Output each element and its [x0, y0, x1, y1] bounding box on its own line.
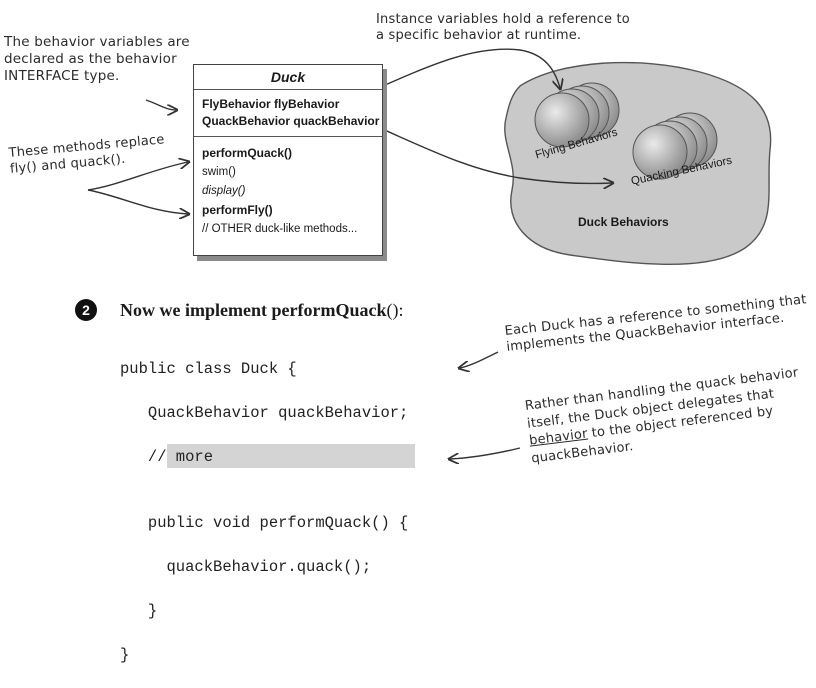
arrow-quackbehavior-to-quacking	[379, 127, 612, 183]
code-line: QuackBehavior quackBehavior;	[120, 404, 409, 422]
code-line: // more	[120, 448, 214, 466]
arrow-to-performfly	[87, 189, 188, 214]
code-line: public void performQuack() {	[120, 514, 409, 532]
method-display: display()	[202, 185, 246, 197]
class-name: Duck	[194, 65, 382, 90]
code-block: public class Duck { QuackBehavior quackB…	[120, 336, 408, 688]
arrow-to-fields	[145, 99, 176, 110]
note-line: The behavior variables are	[4, 34, 190, 50]
note-instance-variables: Instance variables hold a reference to a…	[376, 12, 630, 45]
note-line: Instance variables hold a reference to	[376, 12, 630, 27]
code-line: public class Duck {	[120, 360, 297, 378]
method-swim: swim()	[202, 166, 236, 178]
method-performquack: performQuack()	[202, 146, 293, 160]
duck-class-box: Duck FlyBehavior flyBehavior QuackBehavi…	[193, 64, 383, 256]
quacking-behaviors-stack	[632, 112, 718, 180]
code-line: }	[120, 646, 130, 664]
code-line: }	[120, 602, 158, 620]
step-number-badge: 2	[75, 299, 97, 321]
arrow-to-performquack	[87, 162, 188, 191]
step-heading-tail: ():	[386, 300, 404, 320]
step-heading-bold: Now we implement performQuack	[120, 300, 387, 320]
arrow-to-code-delegate	[450, 447, 521, 459]
code-highlight	[167, 444, 415, 468]
flying-behaviors-stack	[534, 82, 620, 148]
code-line: quackBehavior.quack();	[120, 558, 372, 576]
arrow-flybehavior-to-flying	[341, 48, 560, 105]
note-line: a specific behavior at runtime.	[376, 28, 582, 44]
note-behavior-variables: The behavior variables are declared as t…	[4, 34, 190, 85]
note-line: declared as the behavior	[4, 50, 177, 67]
method-performfly: performFly()	[202, 203, 273, 217]
duck-behaviors-title: Duck Behaviors	[578, 215, 669, 229]
field-quackbehavior: QuackBehavior quackBehavior	[202, 114, 380, 128]
class-methods: performQuack() swim() display() performF…	[194, 137, 382, 239]
diagram-graphics	[87, 48, 772, 511]
field-flybehavior: FlyBehavior flyBehavior	[202, 97, 340, 111]
class-fields: FlyBehavior flyBehavior QuackBehavior qu…	[194, 90, 382, 137]
method-other: // OTHER duck-like methods...	[202, 223, 358, 235]
step-heading: Now we implement performQuack():	[120, 300, 403, 321]
arrow-to-code-field	[460, 351, 499, 368]
note-line: INTERFACE type.	[4, 67, 120, 84]
